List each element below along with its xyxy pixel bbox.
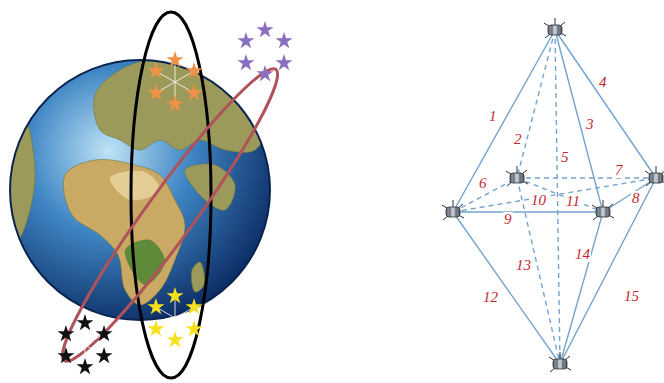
callout-number: 4 xyxy=(598,75,608,90)
callout-number: 15 xyxy=(623,289,640,304)
callout-number: 3 xyxy=(585,117,595,132)
satellite-star xyxy=(147,298,164,314)
callout-number: 8 xyxy=(631,191,641,206)
satellite-star xyxy=(256,65,273,81)
satellite-star xyxy=(166,51,183,67)
satellite-star xyxy=(76,314,93,330)
satellite-icon xyxy=(442,200,464,220)
callout-number: 11 xyxy=(565,194,581,209)
formation-link xyxy=(156,71,194,93)
satellite-star xyxy=(237,54,254,70)
visible-edge xyxy=(453,212,560,364)
hidden-edge xyxy=(517,30,555,178)
callout-number: 6 xyxy=(478,176,488,191)
visible-edge xyxy=(555,30,603,212)
satellite-star xyxy=(166,287,183,303)
satellite-star xyxy=(96,325,113,341)
satellite-icon xyxy=(544,18,566,38)
globe-rim xyxy=(10,60,270,320)
satellite-star xyxy=(166,331,183,347)
satellite-star xyxy=(96,347,113,363)
inclined-orbit xyxy=(45,55,295,374)
satellite-star xyxy=(147,320,164,336)
hidden-edge xyxy=(517,177,656,178)
callout-number: 10 xyxy=(530,193,547,208)
hidden-edge xyxy=(517,178,603,212)
satellite-star xyxy=(276,54,293,70)
satellite-star xyxy=(166,95,183,111)
satellite-icon xyxy=(592,200,614,220)
formation-link xyxy=(246,41,284,63)
satellite-star xyxy=(276,32,293,48)
callout-number: 9 xyxy=(503,212,513,227)
satellite-star xyxy=(57,325,74,341)
callout-number: 2 xyxy=(513,132,523,147)
visible-edge xyxy=(453,30,555,212)
callout-number: 13 xyxy=(515,258,532,273)
satellite-star xyxy=(186,320,203,336)
satellite-icon xyxy=(549,352,571,372)
satellite-star xyxy=(186,84,203,100)
black-formation xyxy=(57,314,112,374)
satellite-star xyxy=(147,62,164,78)
formation-link xyxy=(66,334,104,356)
satellite-star xyxy=(186,298,203,314)
callout-number: 5 xyxy=(560,150,570,165)
landmass xyxy=(191,262,204,292)
visible-edge xyxy=(560,212,603,364)
satellite-icon xyxy=(645,166,664,186)
visible-edge xyxy=(555,30,656,178)
forest xyxy=(125,240,165,285)
satellite-star xyxy=(76,358,93,374)
formation-link xyxy=(156,307,194,329)
callout-number: 12 xyxy=(482,290,499,305)
satellite-icon xyxy=(506,166,528,186)
callout-number: 14 xyxy=(574,247,591,262)
visible-edge xyxy=(603,178,656,212)
callout-number: 7 xyxy=(614,163,624,178)
landmass xyxy=(94,57,268,152)
purple-formation xyxy=(237,21,292,81)
visible-edge xyxy=(453,211,603,212)
callout-number: 1 xyxy=(488,109,498,124)
hidden-edge xyxy=(555,30,560,364)
satellite-star xyxy=(57,347,74,363)
satellite-star xyxy=(147,84,164,100)
yellow-formation xyxy=(147,287,202,347)
octahedron xyxy=(442,18,664,372)
visible-edge xyxy=(560,178,656,364)
satellite-star xyxy=(186,62,203,78)
satellite-star xyxy=(256,21,273,37)
polar-orbit xyxy=(131,12,211,378)
orange-formation xyxy=(147,51,202,111)
earth-globe xyxy=(8,57,270,320)
satellite-star xyxy=(237,32,254,48)
